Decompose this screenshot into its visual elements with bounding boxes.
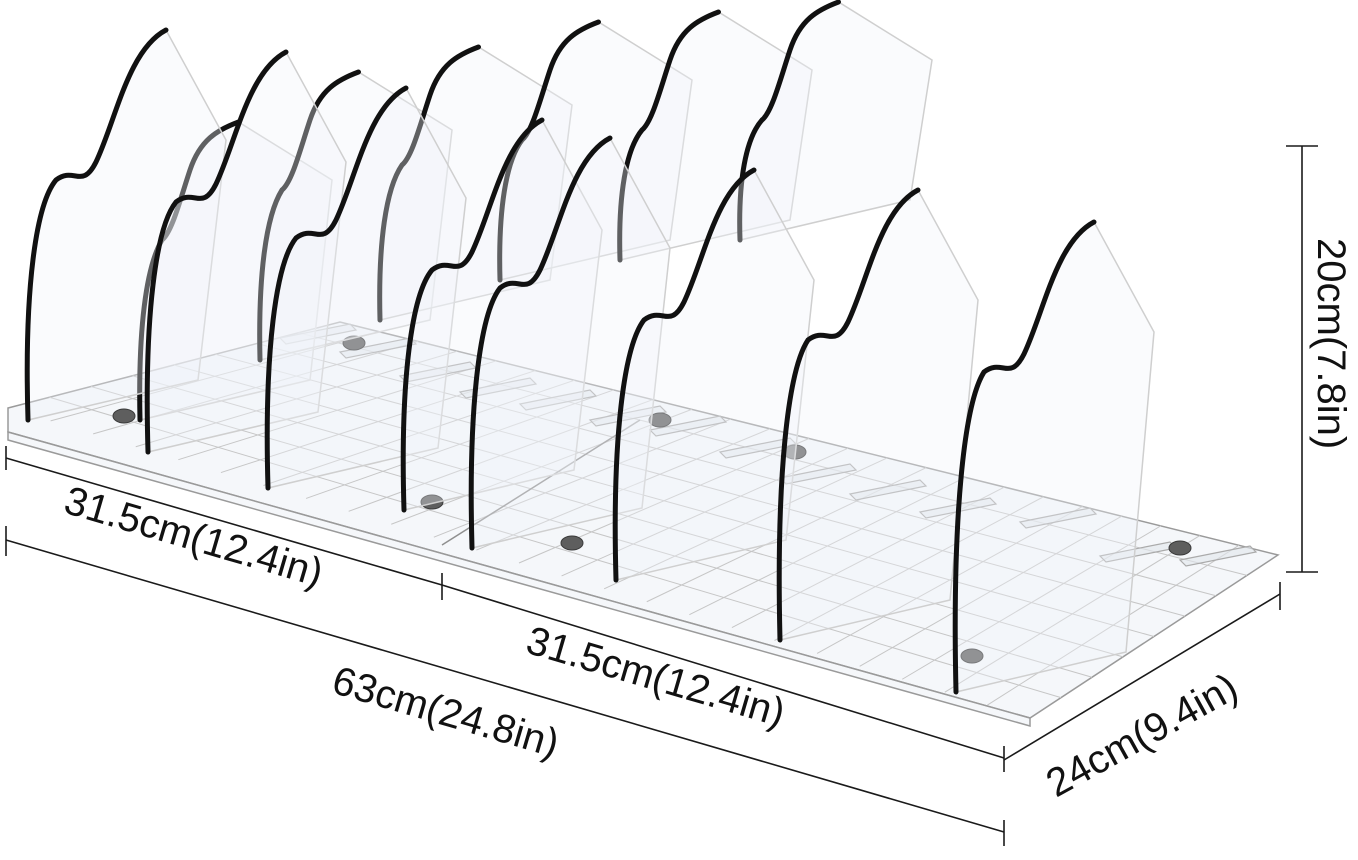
grid-line-long <box>256 343 1217 597</box>
divider-back-1-edge <box>257 69 361 363</box>
divider-slot <box>648 415 728 437</box>
divider-slot <box>458 377 538 399</box>
height-dimension: 20cm(7.8in) <box>1286 145 1353 573</box>
divider-slot <box>518 389 598 411</box>
knob <box>648 412 672 428</box>
divider-slot <box>338 337 418 359</box>
grid-line-long <box>90 386 1093 678</box>
grid-line-long <box>298 332 1248 576</box>
height-label: 20cm(7.8in) <box>1309 238 1353 449</box>
knob <box>420 494 444 510</box>
knob <box>560 535 584 551</box>
divider-slot <box>1018 507 1098 529</box>
acrylic-base-tray <box>7 321 1280 727</box>
divider-slot <box>588 405 668 427</box>
section-left-line <box>5 457 443 586</box>
divider-slot <box>848 479 928 501</box>
divider-front-7-panel <box>954 220 1155 693</box>
divider-slots <box>278 323 1258 567</box>
divider-front-6-panel <box>778 188 979 641</box>
divider-back-4-edge <box>617 9 721 263</box>
divider-back-5-edge <box>737 0 841 243</box>
divider-back-0-edge <box>137 119 241 423</box>
base-plate-front-edge <box>7 431 1031 727</box>
divider-front-7-edge <box>952 219 1097 695</box>
divider-front-3-edge <box>400 117 545 513</box>
divider-back-2-edge <box>377 44 481 323</box>
knob <box>112 408 136 424</box>
total-length-line <box>5 539 1005 833</box>
grid-line-long <box>215 353 1186 617</box>
grid-line-long <box>173 364 1155 637</box>
divider-front-5-edge <box>612 167 757 583</box>
divider-front-2-edge <box>264 85 409 491</box>
divider-front-6-edge <box>776 187 921 643</box>
divider-front-0-edge <box>24 27 169 423</box>
section-seam <box>441 419 641 546</box>
knob <box>1168 540 1192 556</box>
grid-line-long <box>49 396 1062 699</box>
total-length-label: 63cm(24.8in) <box>327 658 563 766</box>
divider-slot <box>1178 545 1258 567</box>
divider-front-1-edge <box>144 49 289 455</box>
divider-front-4-edge <box>468 135 613 551</box>
grid-line-long <box>132 375 1124 658</box>
section-right-line <box>441 584 1005 759</box>
depth-line <box>1003 593 1281 761</box>
acrylic-dividers <box>24 0 1155 695</box>
knob <box>960 648 984 664</box>
